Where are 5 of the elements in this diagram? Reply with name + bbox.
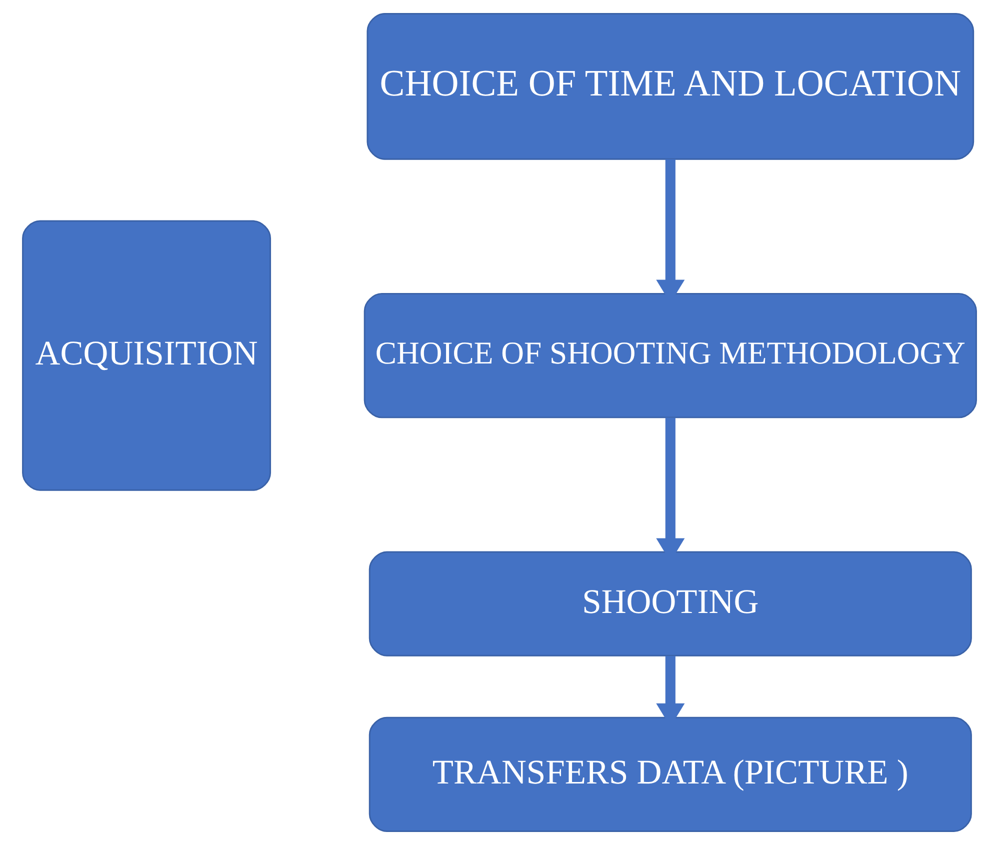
node-box: SHOOTING <box>368 551 972 656</box>
node-box: CHOICE OF TIME AND LOCATION <box>366 13 974 160</box>
node-box: ACQUISITION <box>22 220 271 491</box>
node-box: TRANSFERS DATA (PICTURE ) <box>368 716 972 832</box>
node-box: CHOICE OF SHOOTING METHODOLOGY <box>363 292 976 418</box>
